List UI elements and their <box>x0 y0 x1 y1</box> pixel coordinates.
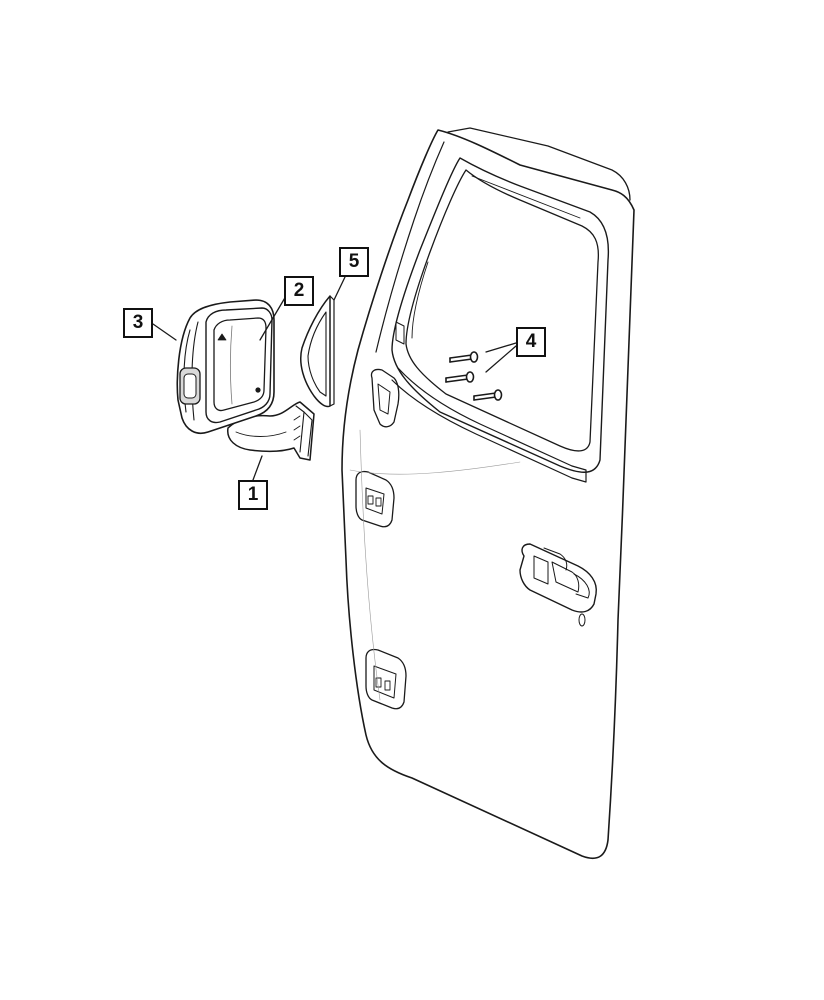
callout-label: 1 <box>247 484 259 505</box>
leader-line-1 <box>252 455 263 481</box>
leader-line-2 <box>259 295 287 341</box>
bolt <box>473 389 503 401</box>
callout-label: 3 <box>132 312 144 333</box>
bolts-group <box>445 351 503 401</box>
leader-line-5 <box>333 276 346 301</box>
leader-lines <box>152 276 517 481</box>
callout-4: 4 <box>516 327 546 357</box>
callout-label: 5 <box>348 251 360 272</box>
callout-label: 2 <box>293 280 305 301</box>
callout-label: 4 <box>525 331 537 352</box>
callout-3: 3 <box>123 308 153 338</box>
bolt <box>449 351 479 363</box>
leader-line-3 <box>152 323 177 341</box>
mirror-assembly <box>176 299 315 461</box>
door-panel <box>341 127 635 860</box>
callout-2: 2 <box>284 276 314 306</box>
sail-panel-seal <box>300 295 335 408</box>
bolt <box>445 371 475 383</box>
callout-1: 1 <box>238 480 268 510</box>
leader-line-4b <box>485 345 517 373</box>
callout-5: 5 <box>339 247 369 277</box>
leader-line-4a <box>485 342 517 353</box>
